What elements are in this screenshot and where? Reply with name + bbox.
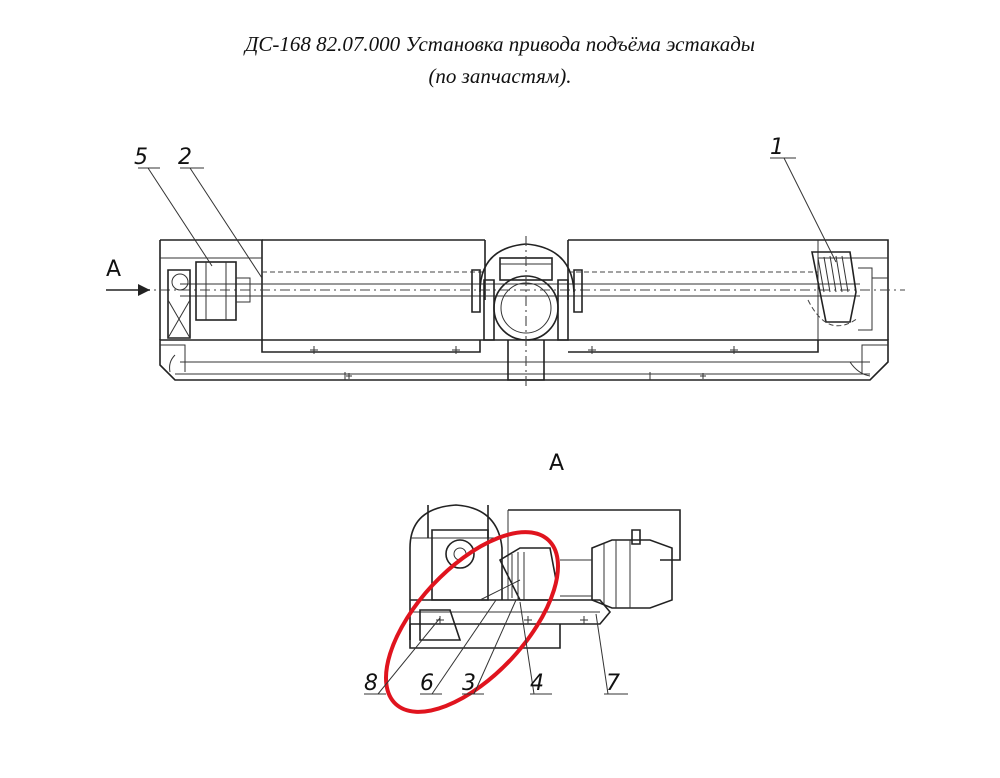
callout-leaders-view-a (364, 599, 628, 695)
motor-cooling-fins (817, 255, 849, 293)
callout-8: 8 (364, 671, 378, 696)
drawing-title-line2: (по запчастям). (428, 64, 572, 88)
callout-3: 3 (462, 671, 476, 696)
callout-5: 5 (134, 145, 148, 170)
view-a-title: A (549, 451, 564, 476)
callout-2: 2 (178, 145, 192, 170)
bolt-marks (310, 346, 738, 379)
main-assembly-view (106, 236, 905, 386)
callout-leaders-main (138, 157, 837, 279)
callout-6: 6 (420, 671, 434, 696)
view-marker-label: A (106, 257, 121, 282)
callout-1: 1 (770, 135, 784, 160)
view-a-drawing (409, 504, 681, 649)
highlight-ellipse (384, 530, 560, 714)
drawing-title-line1: ДС-168 82.07.000 Установка привода подъё… (244, 32, 756, 56)
callout-7: 7 (606, 671, 620, 696)
callout-4: 4 (530, 671, 544, 696)
